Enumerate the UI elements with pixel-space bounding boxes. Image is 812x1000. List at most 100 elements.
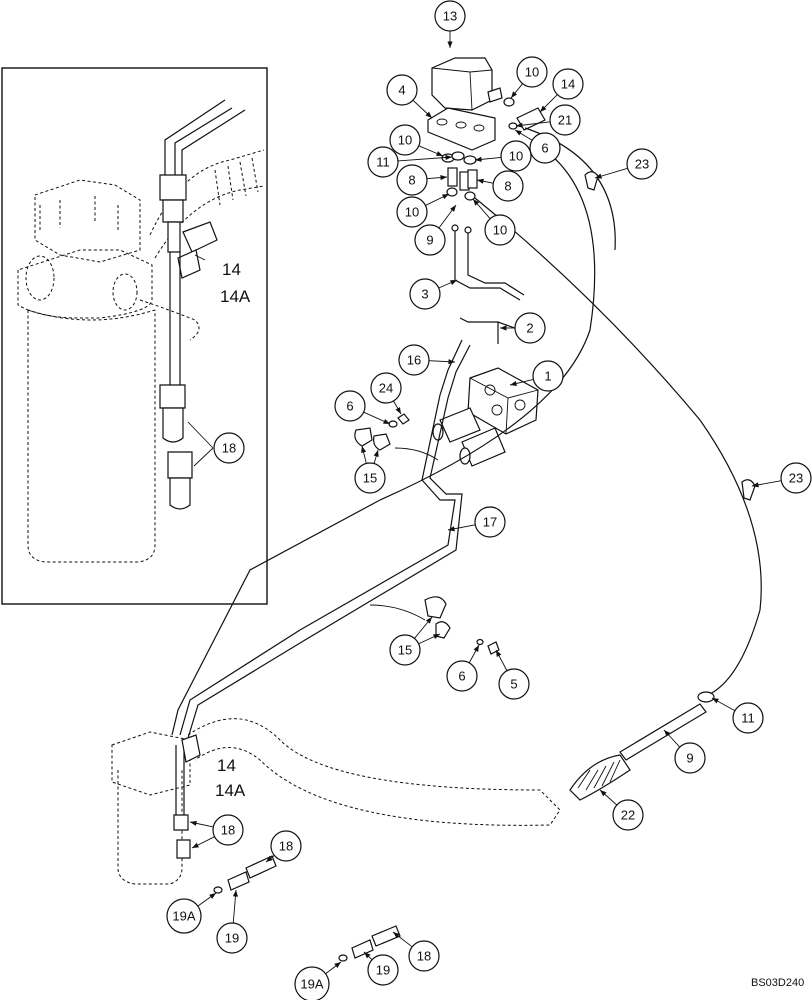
arrowhead-c10d [442, 194, 449, 200]
part-23-clip-lower [741, 479, 756, 501]
arrowhead-c11a [445, 154, 452, 161]
hydraulic-lines [171, 149, 596, 739]
clip-route-arrow-lower [369, 604, 426, 621]
inset-leader-18b [193, 447, 214, 467]
callout-label: 2 [526, 321, 533, 336]
arrowhead-c6a [515, 130, 522, 136]
inset-label-14a: 14A [220, 287, 251, 306]
callout-c21: 21 [549, 104, 581, 136]
clip-route-arrow [394, 447, 439, 461]
callout-label: 14 [561, 77, 575, 92]
part-3-tube-b [467, 230, 525, 296]
lower-filter-head [111, 731, 191, 796]
callout-c17: 17 [474, 506, 506, 538]
part-13-valve [431, 57, 493, 111]
arrowhead-c13 [447, 41, 453, 48]
part-4-bracket [427, 107, 496, 151]
part-15-clip-a [354, 427, 373, 447]
callout-circle [294, 966, 330, 1000]
callout-circle [532, 360, 564, 392]
callout-c10e: 10 [484, 214, 516, 246]
part-6-washer [388, 420, 398, 428]
callout-circle [500, 140, 532, 172]
part-1-edges [469, 377, 539, 435]
callout-circle [389, 124, 421, 156]
callout-label: 3 [421, 287, 428, 302]
callout-label: 23 [789, 471, 803, 486]
callout-c19b: 19 [367, 954, 399, 986]
part-11-ring [451, 151, 465, 161]
callout-circle [396, 196, 428, 228]
tube-end-b [464, 226, 472, 234]
callout-label: 15 [398, 643, 412, 658]
callout-label: 10 [405, 205, 419, 220]
arrowhead-c23b [752, 482, 759, 488]
callout-circle [498, 668, 530, 700]
arrowhead-c23a [595, 173, 602, 179]
callout-label: 18 [222, 441, 236, 456]
lower-switch-14 [181, 734, 201, 763]
callout-c1: 1 [532, 360, 564, 392]
callout-c19a1: 19A [166, 898, 202, 934]
callout-label: 11 [376, 155, 390, 170]
callout-label: 19 [225, 931, 239, 946]
callout-circle [216, 922, 248, 954]
arrowhead-c2 [500, 325, 507, 331]
part-9-sleeve [619, 703, 707, 761]
part-10-oring-top [503, 97, 515, 107]
callout-label: 9 [686, 751, 693, 766]
callout-c8a: 8 [396, 164, 428, 196]
callout-label: 10 [509, 149, 523, 164]
callout-c5: 5 [498, 668, 530, 700]
callout-circle [213, 432, 245, 464]
callout-label: 16 [407, 353, 421, 368]
callout-label: 13 [443, 9, 457, 24]
callout-circle [732, 702, 764, 734]
callout-circle [396, 164, 428, 196]
inset-switch-body [182, 221, 218, 253]
arrowhead-c10a [511, 91, 518, 98]
callout-c19a2: 19A [294, 966, 330, 1000]
callout-label: 18 [221, 823, 235, 838]
part-10-ring-low-right [464, 191, 476, 201]
callout-label: 22 [621, 808, 635, 823]
callout-label: 15 [363, 471, 377, 486]
part-2-tube [459, 317, 521, 331]
callout-label: 19A [300, 977, 323, 992]
callout-circle [354, 462, 386, 494]
callout-c8b: 8 [492, 170, 524, 202]
callout-circle [514, 312, 546, 344]
label-14: 14 [217, 756, 236, 775]
callout-c16: 16 [398, 344, 430, 376]
callout-circle [446, 660, 478, 692]
inset-fitting-nut [162, 199, 184, 223]
arrowhead-c14 [540, 105, 547, 112]
callout-leaders [189, 31, 782, 975]
inset-detail: 18 14 14A [1, 67, 268, 605]
callout-circle [166, 898, 202, 934]
arrowhead-c6c [473, 645, 479, 652]
oring-19a-a [213, 886, 223, 894]
part-1-port-2 [491, 404, 503, 416]
callout-c15b: 15 [389, 634, 421, 666]
callout-c10d: 10 [396, 196, 428, 228]
bracket-hole-2 [455, 121, 467, 129]
callout-c14: 14 [552, 68, 584, 100]
callout-label: 10 [525, 65, 539, 80]
inset-filter-canister [27, 310, 156, 563]
callout-label: 4 [398, 83, 405, 98]
callout-c11b: 11 [732, 702, 764, 734]
tube-end-a [451, 224, 459, 232]
callout-circle [408, 940, 440, 972]
arrowhead-c17 [448, 526, 455, 532]
callout-circle [474, 506, 506, 538]
arrowhead-c5 [496, 650, 502, 657]
arrowhead-c8a [440, 174, 447, 181]
part-11-clamp [697, 691, 715, 703]
callout-label: 8 [504, 179, 511, 194]
arrowhead-c10e [473, 199, 480, 206]
arrowhead-c8b [477, 178, 484, 184]
arrowhead-c3 [450, 280, 457, 285]
callout-circle [434, 0, 466, 32]
